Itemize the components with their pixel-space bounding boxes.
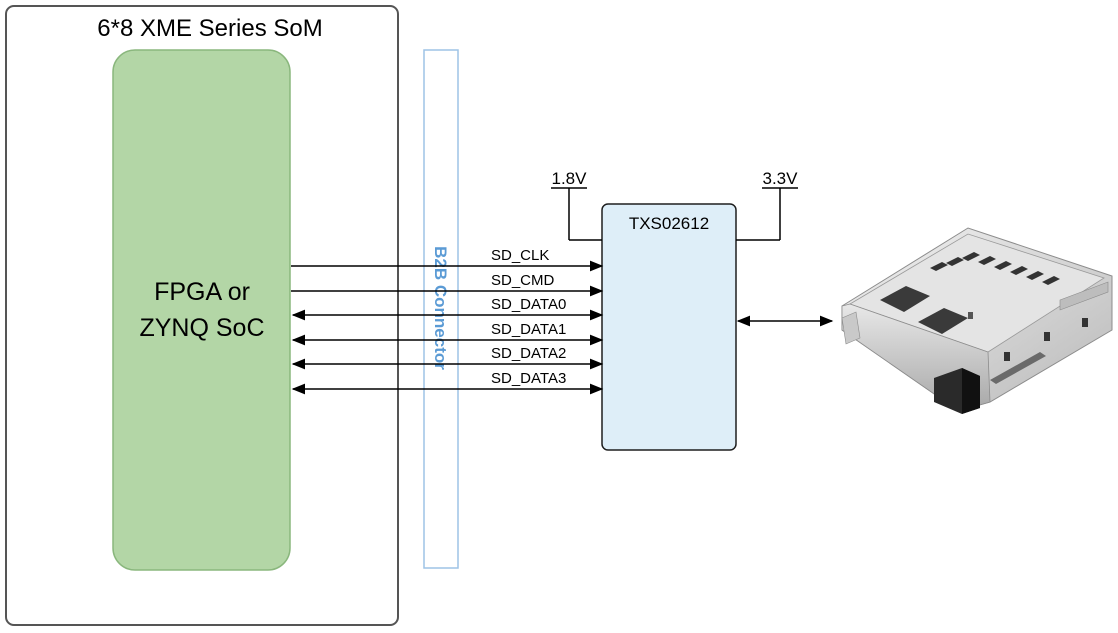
signal-label: SD_CLK bbox=[491, 247, 549, 264]
power-rail-right bbox=[736, 187, 798, 241]
power-label-right: 3.3V bbox=[763, 169, 799, 188]
b2b-connector-label: B2B Connector bbox=[431, 246, 450, 370]
txs-chip-label: TXS02612 bbox=[629, 214, 709, 233]
fpga-label-line2: ZYNQ SoC bbox=[139, 314, 264, 342]
fpga-label-line1: FPGA or bbox=[154, 278, 250, 306]
signal-label: SD_DATA2 bbox=[491, 345, 566, 362]
power-rail-left bbox=[551, 187, 602, 241]
signal-label: SD_DATA3 bbox=[491, 370, 566, 387]
signal-label: SD_CMD bbox=[491, 272, 555, 289]
power-label-left: 1.8V bbox=[552, 169, 588, 188]
signal-label: SD_DATA0 bbox=[491, 296, 566, 313]
txs-chip bbox=[601, 203, 737, 451]
fpga-block bbox=[112, 49, 291, 571]
signal-label: SD_DATA1 bbox=[491, 321, 566, 338]
som-title: 6*8 XME Series SoM bbox=[97, 15, 322, 42]
sd-card-socket-icon bbox=[841, 227, 1113, 414]
signal-lines: SD_CLK SD_CMD SD_DATA0SD_DATA1SD_DATA2SD_D… bbox=[291, 247, 604, 395]
b2b-connector bbox=[423, 49, 459, 569]
